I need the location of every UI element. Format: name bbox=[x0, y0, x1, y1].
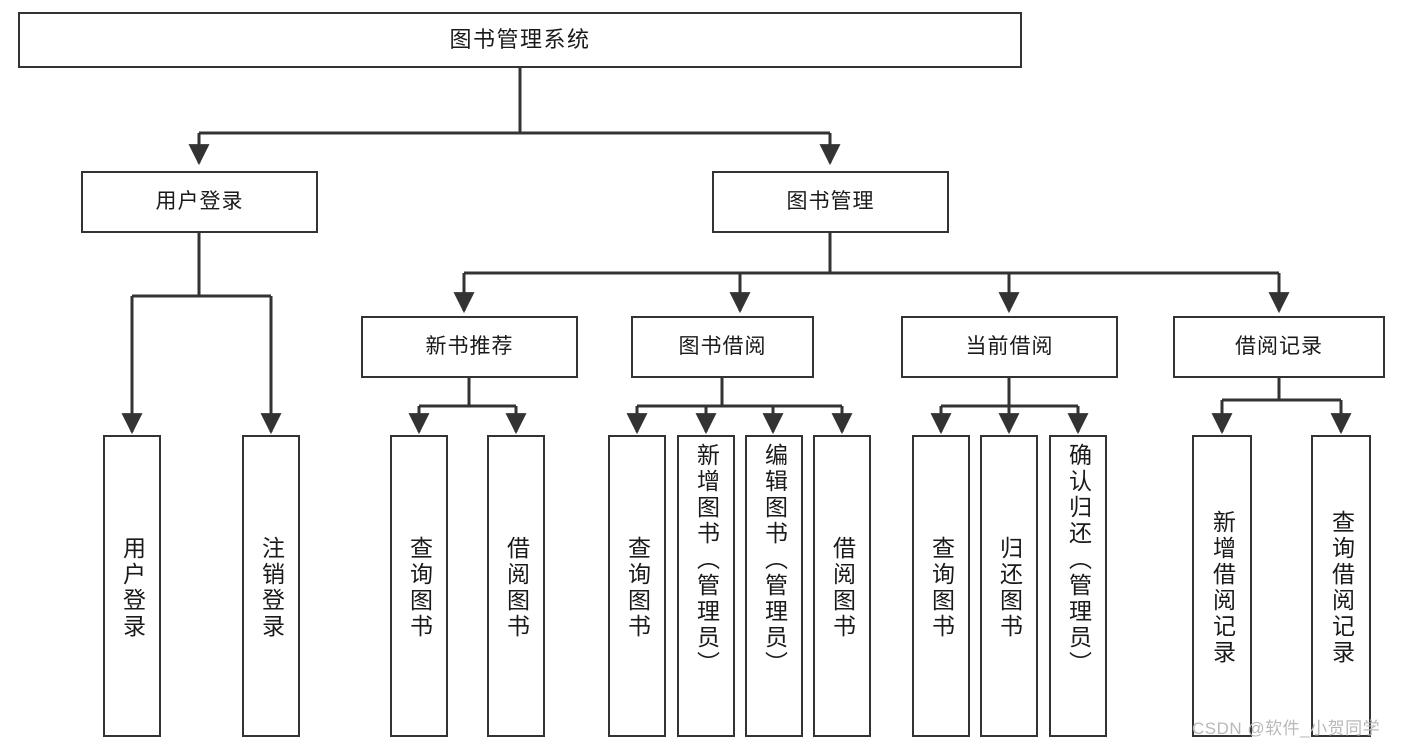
leaf-book-borrow-1[interactable]: 查询图书 bbox=[608, 435, 666, 737]
watermark: CSDN @软件_小贺同学 bbox=[1192, 719, 1381, 738]
leaf-new-book-2[interactable]: 借阅图书 bbox=[487, 435, 545, 737]
leaf-user-login-1[interactable]: 用户登录 bbox=[103, 435, 161, 737]
node-book-management[interactable]: 图书管理 bbox=[712, 171, 949, 233]
node-user-login-label: 用户登录 bbox=[155, 189, 244, 213]
node-book-management-label: 图书管理 bbox=[786, 189, 875, 213]
leaf-borrow-record-1-label: 新增借阅记录 bbox=[1209, 510, 1236, 666]
node-borrow-record-label: 借阅记录 bbox=[1235, 334, 1323, 358]
node-book-borrow[interactable]: 图书借阅 bbox=[631, 316, 814, 378]
leaf-user-login-2-label: 注销登录 bbox=[258, 536, 285, 640]
leaf-current-borrow-1-label: 查询图书 bbox=[928, 536, 955, 640]
leaf-borrow-record-1[interactable]: 新增借阅记录 bbox=[1192, 435, 1252, 737]
leaf-new-book-2-label: 借阅图书 bbox=[503, 536, 530, 640]
leaf-current-borrow-2[interactable]: 归还图书 bbox=[980, 435, 1038, 737]
leaf-new-book-1[interactable]: 查询图书 bbox=[390, 435, 448, 737]
leaf-book-borrow-4[interactable]: 借阅图书 bbox=[813, 435, 871, 737]
node-current-borrow-label: 当前借阅 bbox=[965, 334, 1054, 358]
leaf-book-borrow-3-label: 编辑图书（管理员） bbox=[761, 443, 788, 677]
node-root[interactable]: 图书管理系统 bbox=[18, 12, 1022, 68]
node-root-label: 图书管理系统 bbox=[449, 27, 591, 53]
leaf-borrow-record-2[interactable]: 查询借阅记录 bbox=[1311, 435, 1371, 737]
leaf-book-borrow-2[interactable]: 新增图书（管理员） bbox=[677, 435, 735, 737]
leaf-current-borrow-1[interactable]: 查询图书 bbox=[912, 435, 970, 737]
leaf-book-borrow-2-label: 新增图书（管理员） bbox=[693, 443, 720, 677]
leaf-current-borrow-3-label: 确认归还（管理员） bbox=[1065, 443, 1092, 677]
leaf-current-borrow-3[interactable]: 确认归还（管理员） bbox=[1049, 435, 1107, 737]
leaf-borrow-record-2-label: 查询借阅记录 bbox=[1328, 510, 1355, 666]
node-book-borrow-label: 图书借阅 bbox=[678, 334, 767, 358]
leaf-user-login-2[interactable]: 注销登录 bbox=[242, 435, 300, 737]
leaf-book-borrow-3[interactable]: 编辑图书（管理员） bbox=[745, 435, 803, 737]
node-new-book-recommend-label: 新书推荐 bbox=[425, 334, 514, 358]
leaf-current-borrow-2-label: 归还图书 bbox=[996, 536, 1023, 640]
leaf-book-borrow-4-label: 借阅图书 bbox=[829, 536, 856, 640]
node-borrow-record[interactable]: 借阅记录 bbox=[1173, 316, 1385, 378]
node-current-borrow[interactable]: 当前借阅 bbox=[901, 316, 1118, 378]
node-new-book-recommend[interactable]: 新书推荐 bbox=[361, 316, 578, 378]
leaf-user-login-1-label: 用户登录 bbox=[119, 536, 146, 640]
leaf-new-book-1-label: 查询图书 bbox=[406, 536, 433, 640]
node-user-login[interactable]: 用户登录 bbox=[81, 171, 318, 233]
leaf-book-borrow-1-label: 查询图书 bbox=[624, 536, 651, 640]
